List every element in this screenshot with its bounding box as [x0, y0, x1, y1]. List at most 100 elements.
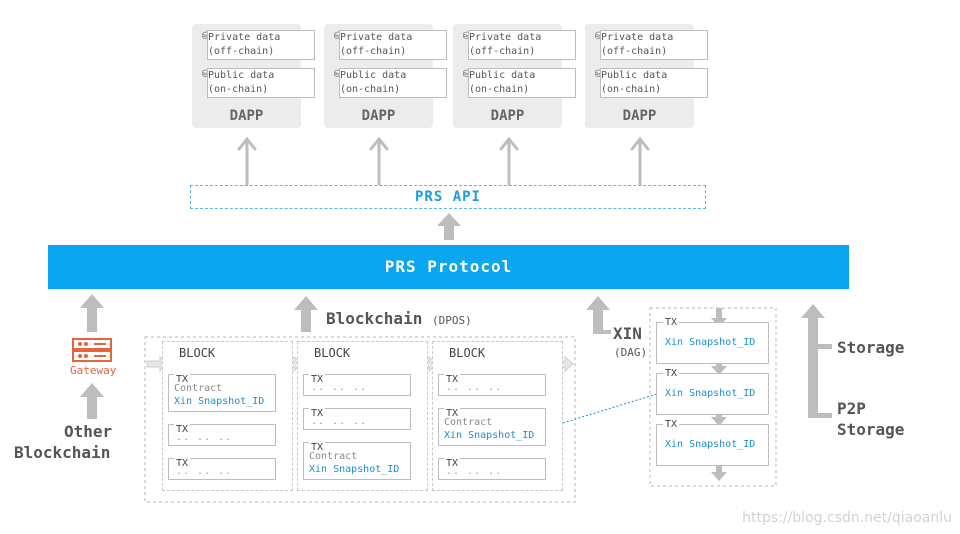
xin-tx-box: TX Xin Snapshot_ID — [656, 368, 769, 415]
public-data-label: Public data — [469, 70, 536, 81]
dapp-title: DAPP — [622, 108, 657, 124]
watermark-text: https://blog.csdn.net/qiaoanlu — [742, 510, 952, 526]
block: BLOCK TX .. .. .. TX .. .. .. TX Contrac… — [297, 341, 428, 491]
tx-label: TX — [174, 424, 191, 435]
public-data-row: ⛁Public data(on-chain) — [334, 68, 447, 98]
public-data-label: Public data — [208, 70, 275, 81]
database-icon: ⛁ — [334, 68, 348, 82]
storage-label: Storage — [837, 338, 905, 357]
tx-placeholder: .. .. .. — [311, 382, 368, 393]
gateway-label: Gateway — [70, 364, 117, 377]
tx-label: TX — [174, 374, 191, 385]
other-blockchain-line1: Other — [64, 422, 113, 441]
protocol-to-api-arrow — [437, 213, 461, 240]
lock-database-icon: ⛁ — [334, 30, 348, 44]
lock-database-icon: ⛁ — [463, 30, 477, 44]
tx-box: TX Contract Xin Snapshot_ID — [303, 442, 411, 480]
blockchain-title: Blockchain (DPOS) — [326, 309, 472, 328]
tx-box: TX .. .. .. — [303, 374, 411, 396]
private-data-label: Private data — [340, 32, 413, 43]
gateway-server-icon — [72, 338, 112, 362]
tx-box: TX .. .. .. — [438, 458, 546, 480]
tx-box: TX Contract Xin Snapshot_ID — [168, 374, 276, 412]
tx-label: TX — [663, 419, 680, 430]
tx-label: TX — [444, 374, 461, 385]
tx-box: TX .. .. .. — [168, 458, 276, 480]
tx-placeholder: .. .. .. — [176, 466, 233, 477]
private-data-row: ⛁Private data (off-chain) — [334, 30, 447, 60]
private-data-label: Private data — [601, 32, 674, 43]
block-title: BLOCK — [449, 346, 486, 360]
block: BLOCK TX .. .. .. TX Contract Xin Snapsh… — [432, 341, 563, 491]
public-data-sub: (on-chain) — [340, 84, 401, 95]
private-data-row: ⛁Private data (off-chain) — [595, 30, 708, 60]
lock-database-icon: ⛁ — [595, 30, 609, 44]
tx-label: TX — [309, 374, 326, 385]
dapp-box: ⛁Private data(off-chain) ⛁Public data(on… — [324, 24, 447, 128]
p2p-storage-line2: Storage — [837, 420, 905, 439]
database-icon: ⛁ — [595, 68, 609, 82]
tx-label: TX — [309, 408, 326, 419]
contract-label: Contract — [174, 383, 223, 394]
public-data-sub: (on-chain) — [469, 84, 530, 95]
tx-label: TX — [444, 408, 461, 419]
private-data-row: ⛁Private data (off-chain) — [463, 30, 576, 60]
public-data-row: ⛁Public data (on-chain) — [202, 68, 315, 98]
block-title: BLOCK — [179, 346, 216, 360]
public-data-row: ⛁Public data (on-chain) — [595, 68, 708, 98]
tx-label: TX — [309, 442, 326, 453]
private-data-label: Private data — [208, 32, 281, 43]
dapp-box: ⛁Private data(off-chain) ⛁Public data(on… — [585, 24, 708, 128]
xin-frame — [649, 307, 777, 487]
public-data-sub: (on-chain) — [601, 84, 662, 95]
xin-snapshot-id: Xin Snapshot_ID — [665, 388, 756, 399]
xin-title: XIN — [613, 324, 642, 343]
other-blockchain-line2: Blockchain — [14, 443, 111, 462]
block-title: BLOCK — [314, 346, 351, 360]
xin-snapshot-id: Xin Snapshot_ID — [174, 396, 265, 407]
dapp-title: DAPP — [361, 108, 396, 124]
public-data-row: ⛁Public data(on-chain) — [463, 68, 576, 98]
public-data-label: Public data — [601, 70, 668, 81]
dapp-box: ⛁Private data(off-chain) ⛁Public data(on… — [192, 24, 315, 128]
xin-tx-box: TX Xin Snapshot_ID — [656, 317, 769, 364]
private-data-label: Private data — [469, 32, 542, 43]
tx-box: TX .. .. .. — [168, 424, 276, 446]
contract-label: Contract — [444, 417, 493, 428]
xin-snapshot-id: Xin Snapshot_ID — [665, 439, 756, 450]
tx-box: TX .. .. .. — [303, 408, 411, 430]
xin-note: (DAG) — [614, 346, 648, 359]
tx-placeholder: .. .. .. — [446, 466, 503, 477]
tx-label: TX — [174, 458, 191, 469]
xin-snapshot-id: Xin Snapshot_ID — [665, 337, 756, 348]
private-data-sub: (off-chain) — [340, 46, 407, 57]
public-data-sub: (on-chain) — [208, 84, 269, 95]
dapp-box: ⛁Private data (off-chain) ⛁ Public data (on… — [453, 24, 576, 128]
xin-snapshot-id: Xin Snapshot_ID — [444, 430, 535, 441]
lock-database-icon: ⛁ — [202, 30, 216, 44]
tx-label: TX — [444, 458, 461, 469]
tx-label: TX — [663, 317, 680, 328]
dapp-title: DAPP — [490, 108, 525, 124]
contract-label: Contract — [309, 451, 358, 462]
up-arrows — [80, 294, 832, 419]
tx-box: TX Contract Xin Snapshot_ID — [438, 408, 546, 446]
private-data-sub: (off-chain) — [208, 46, 275, 57]
private-data-sub: (off-chain) — [601, 46, 668, 57]
database-icon: ⛁ — [202, 68, 216, 82]
xin-tx-box: TX Xin Snapshot_ID — [656, 419, 769, 466]
private-data-sub: (off-chain) — [469, 46, 536, 57]
p2p-storage-line1: P2P — [837, 399, 866, 418]
prs-api-box: PRS API — [190, 185, 706, 209]
xin-snapshot-id: Xin Snapshot_ID — [309, 464, 400, 475]
dapp-title: DAPP — [229, 108, 264, 124]
api-to-dapp-arrows — [237, 136, 650, 186]
tx-placeholder: .. .. .. — [176, 432, 233, 443]
blockchain-label: Blockchain — [326, 309, 423, 328]
blockchain-note: (DPOS) — [431, 314, 472, 327]
private-data-row: ⛁Private data (off-chain) — [202, 30, 315, 60]
tx-box: TX .. .. .. — [438, 374, 546, 396]
block: BLOCK TX Contract Xin Snapshot_ID TX .. … — [162, 341, 293, 491]
tx-label: TX — [663, 368, 680, 379]
